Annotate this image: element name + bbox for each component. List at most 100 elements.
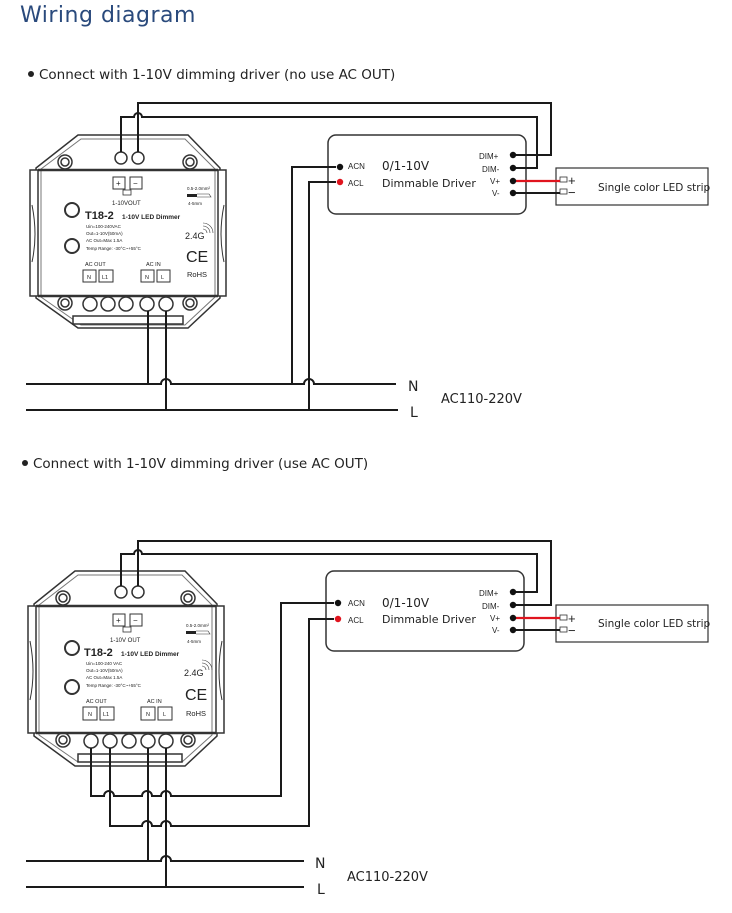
mains-voltage-label: AC110-220V (347, 870, 428, 885)
driver-v-plus: V+ (490, 614, 500, 623)
terminal-dot-acl (334, 615, 342, 623)
mains-n-label: N (315, 856, 325, 872)
section-2-heading-text: Connect with 1-10V dimming driver (use A… (33, 456, 369, 472)
rohs-mark: RoHS (187, 270, 207, 279)
wire-spec-top: 0.5-2.0mm² (186, 623, 210, 628)
terminal-dot-dim-minus (509, 164, 517, 172)
model-name: T18-2 (84, 647, 113, 659)
led-strip-box (555, 167, 709, 206)
terminal-dot-dim-minus (509, 601, 517, 609)
mains-n-line (26, 855, 304, 862)
spec-line: Temp Range: -30°C~+55°C (86, 246, 142, 251)
driver-dim-plus: DIM+ (479, 152, 499, 161)
led-strip-label: Single color LED strip (598, 618, 711, 630)
led-strip-plus: + (568, 611, 576, 626)
driver-dim-minus: DIM- (482, 602, 500, 611)
wire-spec-bottom: 4-5mm (187, 639, 201, 644)
led-strip-plus: + (568, 173, 576, 188)
driver-type: 0/1-10V (382, 596, 430, 610)
terminal-dot-v-plus (509, 614, 517, 622)
spec-line: Out=1-10V(50mA) (86, 668, 123, 673)
ac-in-n: N (146, 712, 150, 718)
terminal-plus: + (116, 616, 121, 625)
ac-out-label: AC OUT (86, 699, 107, 705)
terminal-minus: − (133, 616, 138, 625)
model-subtitle: 1-10V LED Dimmer (122, 214, 181, 221)
rohs-mark: RoHS (186, 709, 206, 718)
driver-labels: ACN ACL 0/1-10V Dimmable Driver DIM+ DIM… (348, 152, 500, 198)
mains-n-line (26, 378, 396, 385)
ac-in-l: L (161, 275, 164, 281)
dimmer-labels: + − 1-10VOUT 0.5-2.0mm² 4-5mm T18-2 1-10… (85, 179, 214, 281)
spec-line: Out=1-10V(50mA) (86, 231, 123, 236)
frequency-label: 2.4G (185, 231, 205, 241)
terminal-dot-acn (334, 599, 342, 607)
wires (26, 102, 560, 411)
ac-in-n: N (145, 275, 149, 281)
driver-acn: ACN (348, 599, 365, 608)
driver-labels: ACN ACL 0/1-10V Dimmable Driver DIM+ DIM… (348, 589, 500, 635)
ce-mark: CE (185, 687, 207, 704)
bullet-icon (28, 71, 34, 77)
model-subtitle: 1-10V LED Dimmer (121, 651, 180, 658)
driver-name: Dimmable Driver (382, 613, 476, 626)
led-strip-minus: − (568, 623, 576, 638)
section-2-heading: Connect with 1-10V dimming driver (use A… (22, 456, 368, 472)
wireless-icon (202, 222, 214, 234)
ac-out-l1: L1 (103, 712, 109, 718)
dimmer-labels: + − 1-10V OUT 0.5-2.0mm² 4-5mm T18-2 1-1… (84, 616, 213, 718)
mains-l-label: L (317, 882, 325, 898)
driver-name: Dimmable Driver (382, 177, 476, 190)
wire-spec-bottom: 4-5mm (188, 201, 202, 206)
wiring-diagram-2: + − 1-10V OUT 0.5-2.0mm² 4-5mm T18-2 1-1… (26, 540, 711, 898)
driver-acl: ACL (348, 616, 364, 625)
driver-acn: ACN (348, 162, 365, 171)
output-label: 1-10VOUT (112, 201, 141, 207)
model-name: T18-2 (85, 210, 114, 222)
driver-v-minus: V- (492, 626, 500, 635)
wire-acn (291, 166, 336, 384)
bullet-icon (22, 460, 28, 466)
terminal-dot-acl (336, 178, 344, 186)
driver-box (325, 570, 525, 652)
terminal-dot-acn (336, 163, 344, 171)
ac-out-n: N (87, 275, 91, 281)
ac-in-label: AC IN (146, 262, 161, 268)
ac-out-n: N (88, 712, 92, 718)
ce-mark: CE (186, 249, 208, 266)
mains-l-label: L (410, 405, 418, 421)
wire-dim-plus (120, 549, 538, 593)
led-strip-minus: − (568, 185, 576, 200)
page-title: Wiring diagram (20, 3, 196, 28)
dimmer-device (29, 134, 227, 329)
led-strip-label: Single color LED strip (598, 182, 711, 194)
terminal-dot-dim-plus (509, 151, 517, 159)
wire-dim-plus (137, 102, 552, 156)
driver-dim-minus: DIM- (482, 165, 500, 174)
terminal-plus: + (116, 179, 121, 188)
dimmer-device (27, 570, 225, 767)
driver-v-minus: V- (492, 189, 500, 198)
terminal-dot-v-minus (509, 189, 517, 197)
terminal-dot-v-plus (509, 177, 517, 185)
wiring-diagram-1: + − 1-10VOUT 0.5-2.0mm² 4-5mm T18-2 1-10… (26, 102, 711, 421)
driver-box (327, 134, 527, 215)
ac-out-label: AC OUT (85, 262, 106, 268)
spec-line: AC Out=Max 1.5A (86, 238, 122, 243)
wire-acl (308, 181, 336, 410)
wire-dim-minus (137, 540, 552, 606)
output-label: 1-10V OUT (110, 638, 141, 644)
ac-in-l: L (163, 712, 166, 718)
wireless-icon (201, 659, 213, 671)
driver-acl: ACL (348, 179, 364, 188)
terminal-minus: − (133, 179, 138, 188)
driver-type: 0/1-10V (382, 159, 430, 173)
wires (26, 540, 560, 888)
led-strip-minus-pad (559, 188, 568, 195)
spec-line: Temp Range: -30°C~+55°C (86, 683, 142, 688)
ac-in-label: AC IN (147, 699, 162, 705)
driver-dim-plus: DIM+ (479, 589, 499, 598)
wire-dim-minus (120, 112, 538, 169)
driver-v-plus: V+ (490, 177, 500, 186)
spec-line: AC Out=Max 1.5A (86, 675, 122, 680)
